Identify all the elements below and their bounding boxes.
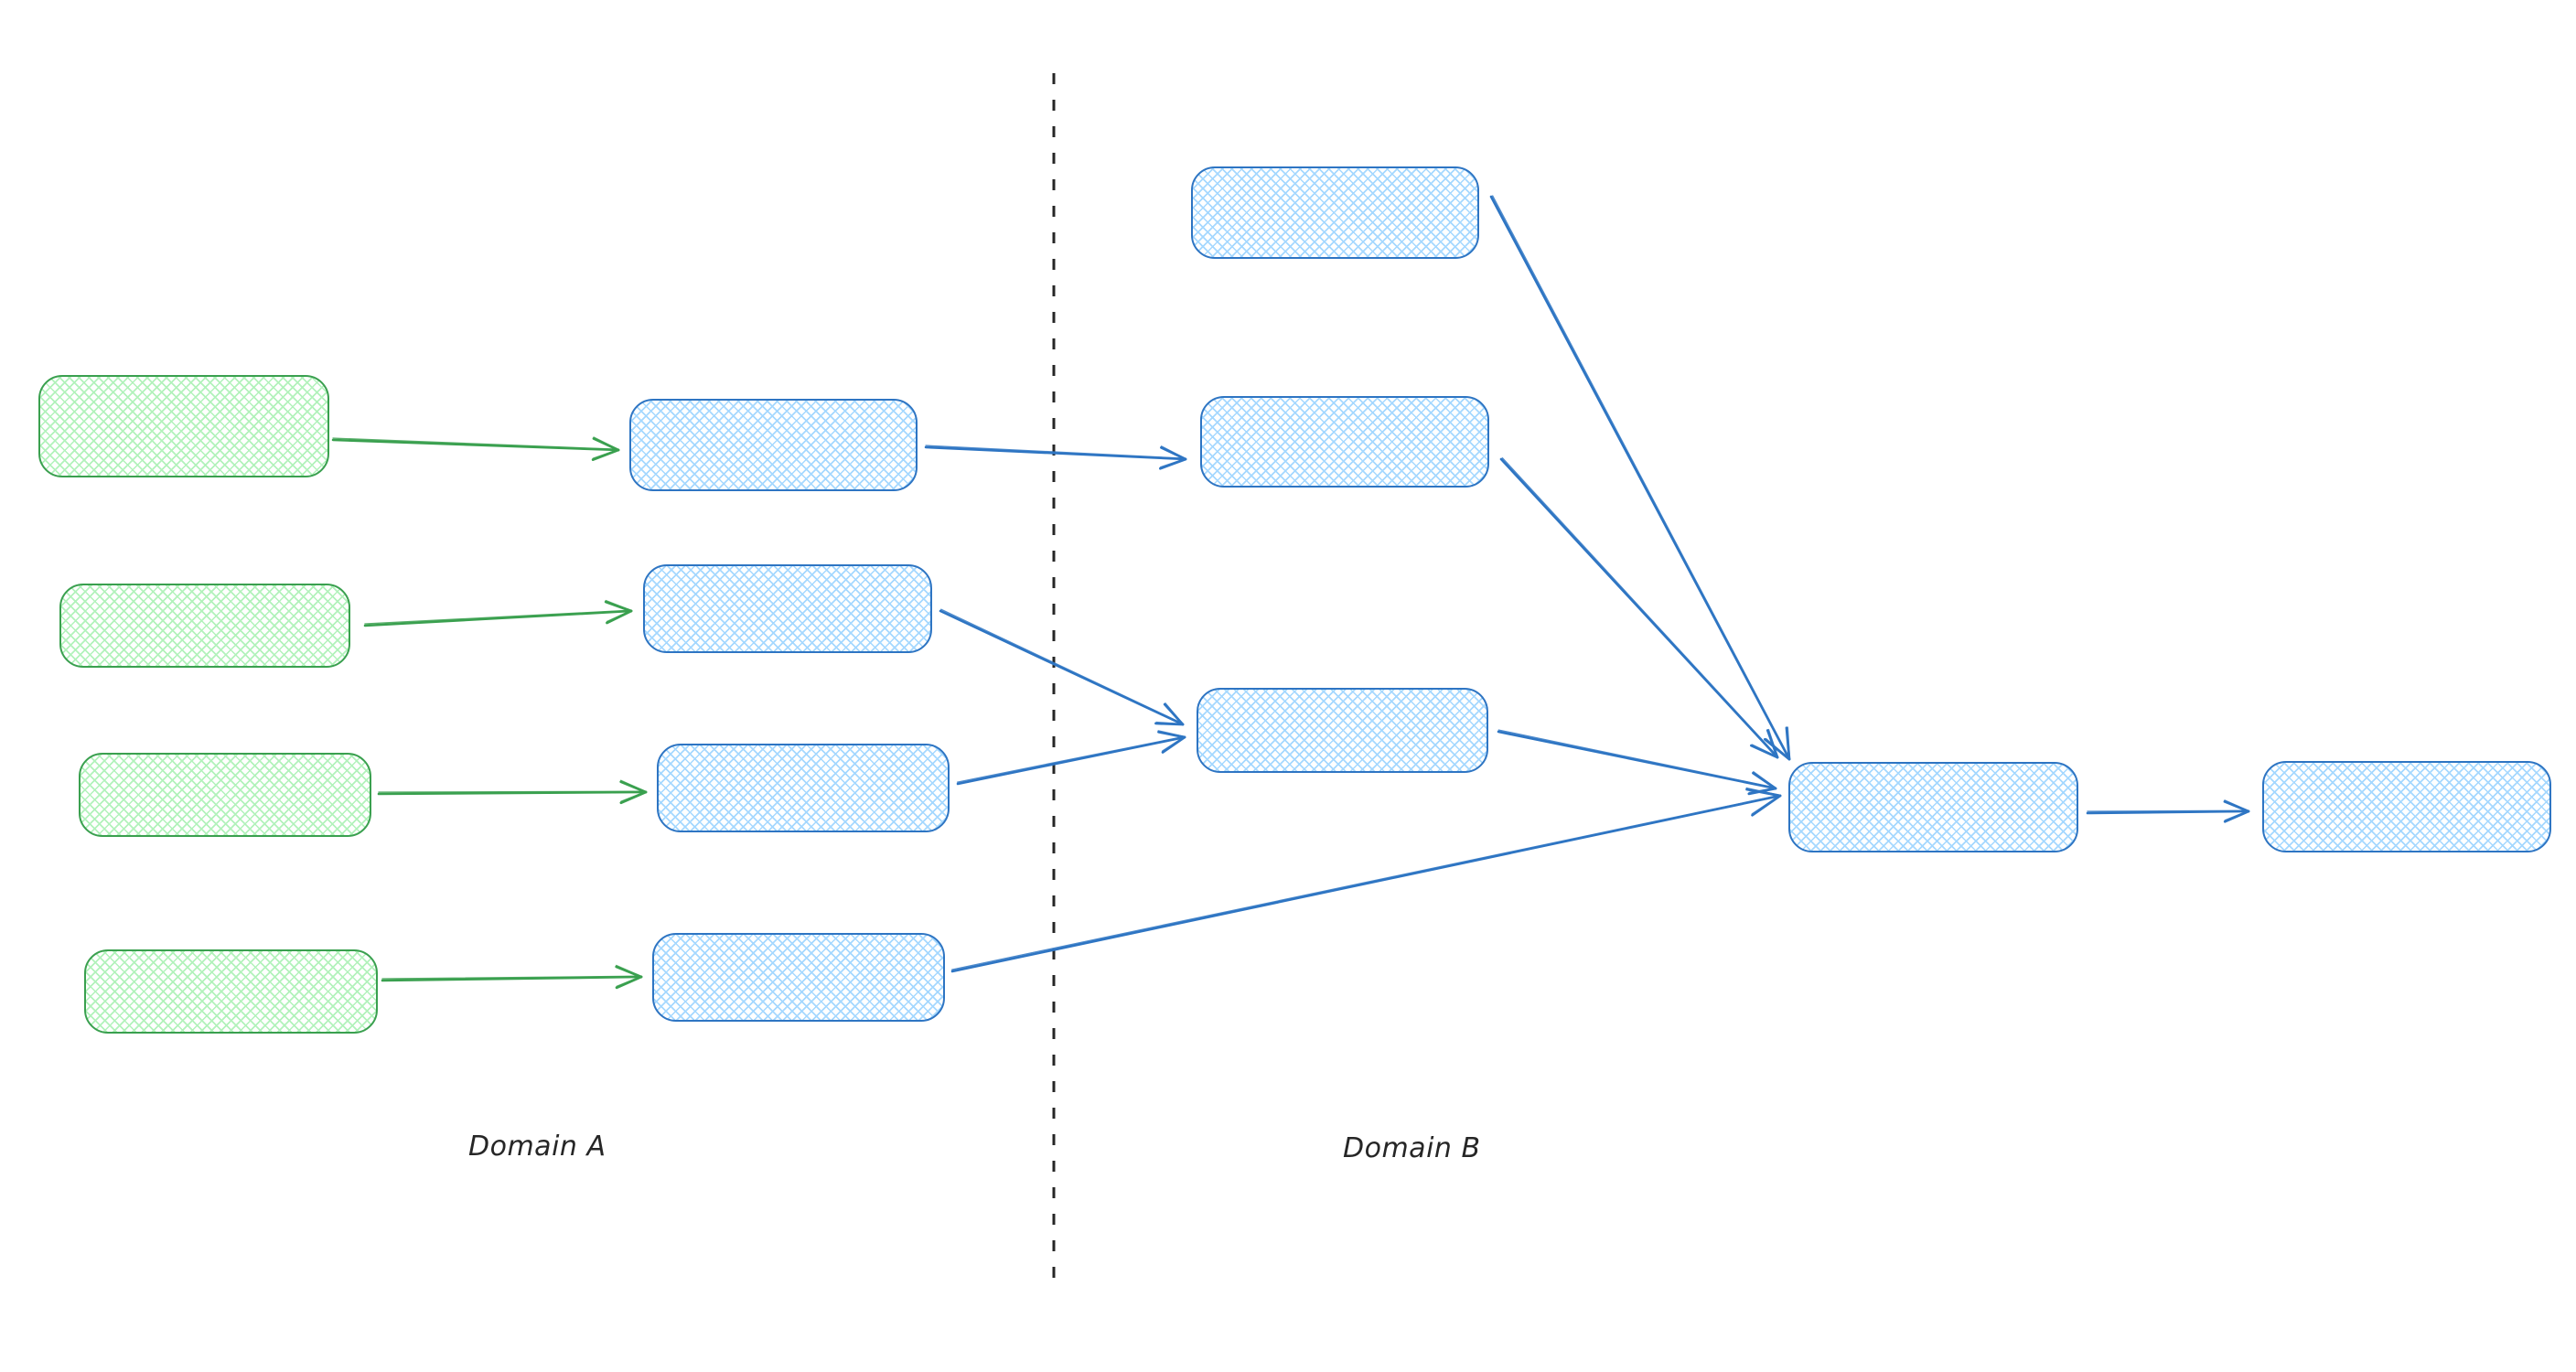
arrow-stage-3-to-aggregator[interactable]: [1497, 729, 1777, 796]
arrow-process-4-to-aggregator[interactable]: [950, 787, 1782, 973]
label-domain-b[interactable]: Domain B: [1343, 1132, 1481, 1164]
node-domain-a-source-2[interactable]: [59, 584, 350, 668]
node-domain-a-process-4[interactable]: [652, 933, 945, 1022]
arrow-source-2-to-process-2[interactable]: [363, 599, 633, 627]
node-domain-b-stage-3[interactable]: [1197, 688, 1488, 773]
node-domain-a-source-3[interactable]: [79, 753, 371, 837]
node-domain-a-process-2[interactable]: [643, 564, 932, 653]
arrow-stage-1-to-aggregator[interactable]: [1489, 195, 1791, 761]
node-domain-b-aggregator[interactable]: [1788, 762, 2078, 852]
node-domain-a-process-3[interactable]: [657, 744, 950, 832]
arrow-source-4-to-process-4[interactable]: [381, 964, 643, 990]
node-domain-a-process-1[interactable]: [629, 399, 918, 491]
arrow-process-3-to-stage-3[interactable]: [956, 730, 1186, 786]
node-domain-b-stage-1[interactable]: [1191, 166, 1479, 259]
node-domain-a-source-4[interactable]: [84, 949, 378, 1034]
arrow-process-2-to-stage-3[interactable]: [939, 608, 1185, 726]
arrow-aggregator-to-output[interactable]: [2086, 799, 2250, 823]
arrow-source-1-to-process-1[interactable]: [331, 436, 620, 462]
arrow-stage-2-to-aggregator[interactable]: [1499, 457, 1779, 759]
arrow-process-1-to-stage-2[interactable]: [924, 445, 1187, 470]
arrow-source-3-to-process-3[interactable]: [377, 779, 648, 805]
node-domain-b-stage-2[interactable]: [1200, 396, 1489, 488]
label-domain-a[interactable]: Domain A: [468, 1131, 606, 1163]
node-domain-b-output[interactable]: [2262, 761, 2551, 852]
node-domain-a-source-1[interactable]: [38, 375, 329, 477]
